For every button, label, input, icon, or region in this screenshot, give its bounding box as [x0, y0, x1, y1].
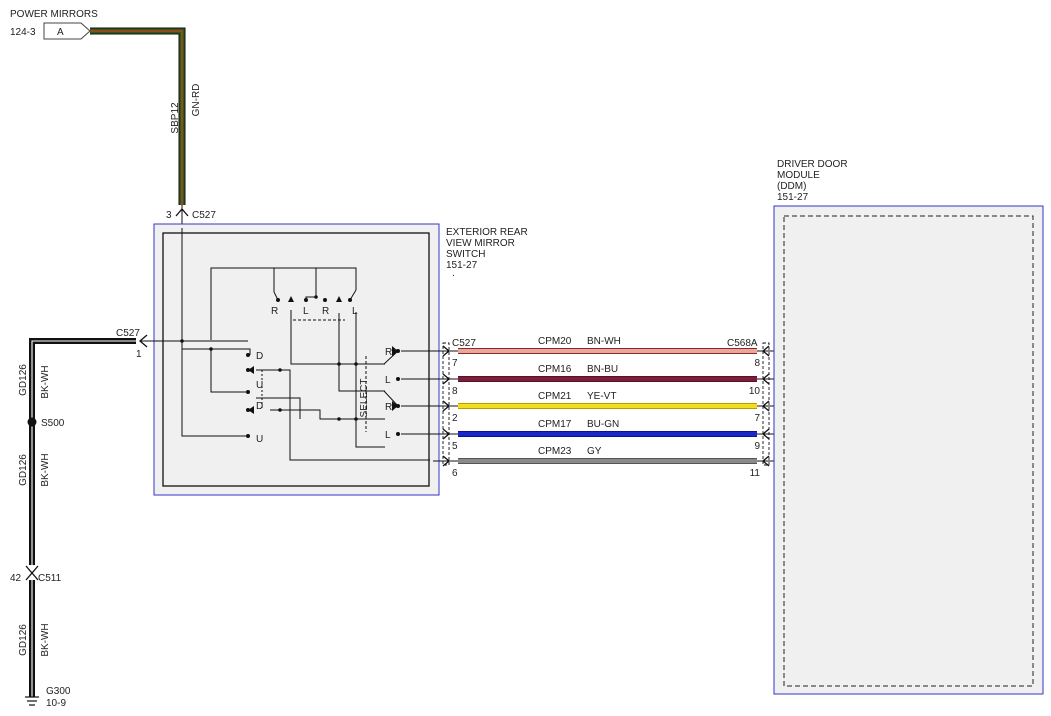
connector-tag-letter: A [57, 27, 64, 38]
wire-1-left-pin: 8 [452, 386, 458, 397]
wire-0-right-arrow [761, 345, 770, 357]
switch-body [162, 232, 430, 487]
switch-label-line-4: 151-27 [446, 260, 478, 271]
ground-ref-label: 10-9 [46, 698, 66, 709]
switch-label-dot: . [452, 268, 455, 279]
wire-4-right-arrow [761, 455, 770, 467]
switch-top-label-r2: R [322, 306, 329, 317]
wire-1-circuit: CPM16 [538, 364, 572, 375]
switch-side-label-d2: D [256, 401, 263, 412]
switch-top-label-l2: L [352, 306, 358, 317]
wire-2-right-arrow [761, 400, 770, 412]
feed-connector-label: C527 [192, 210, 216, 221]
switch-side-label-d1: D [256, 351, 263, 362]
ground-color-label-1: BK-WH [40, 365, 51, 398]
ground-id-label: G300 [46, 686, 71, 697]
switch-rl-label-l2: L [385, 430, 391, 441]
wire-2-circuit: CPM21 [538, 391, 572, 402]
connector-c527-outline [442, 342, 450, 466]
splice-label: S500 [41, 418, 65, 429]
wire-4-right-pin: 11 [750, 468, 761, 479]
inline-connector-c511 [25, 565, 39, 581]
ground-circuit-label-3: GD126 [18, 624, 29, 656]
switch-internal-wiring [140, 228, 433, 461]
feed-wire [90, 27, 186, 205]
diagram-ref: 124-3 [10, 27, 36, 38]
wire-1-right-arrow [761, 373, 770, 385]
wire-3-right-arrow [761, 428, 770, 440]
wire-0-left-pin: 7 [452, 358, 458, 369]
ddm-label-line-2: MODULE [777, 170, 820, 181]
switch-label-line-2: VIEW MIRROR [446, 238, 515, 249]
ddm-label-line-3: (DDM) [777, 181, 806, 192]
ground-circuit-label-1: GD126 [18, 364, 29, 396]
splice-s500-dot [27, 417, 37, 427]
wire-1-left-arrow [442, 373, 451, 385]
ground-circuit-label-2: GD126 [18, 454, 29, 486]
switch-label-line-3: SWITCH [446, 249, 485, 260]
ground-symbol [25, 696, 39, 706]
wire-4-left-arrow [442, 455, 451, 467]
ddm-label-line-4: 151-27 [777, 192, 809, 203]
wire-4-color: GY [587, 446, 602, 457]
wire-3-left-pin: 5 [452, 441, 458, 452]
left-connector-label: C527 [116, 328, 140, 339]
ddm-label-line-1: DRIVER DOOR [777, 159, 848, 170]
switch-rl-label-r2: R [385, 402, 392, 413]
wire-1-right-pin: 10 [749, 386, 761, 397]
connector-right-label: C568A [727, 338, 758, 349]
wire-3-color: BU-GN [587, 419, 619, 430]
wire-2-left-pin: 2 [452, 413, 458, 424]
ground-wire [29, 338, 136, 697]
wire-0-right-pin: 8 [754, 358, 760, 369]
feed-color-label: GN-RD [191, 84, 202, 117]
wire-2-left-arrow [442, 400, 451, 412]
switch-top-arrows [248, 296, 398, 414]
ddm-frame [773, 205, 1044, 695]
wire-2-color: YE-VT [587, 391, 616, 402]
connector-c568a-outline [762, 342, 770, 466]
connector-left-label: C527 [452, 338, 476, 349]
inline-connector-label: C511 [38, 573, 62, 584]
wire-2-right-pin: 7 [754, 413, 760, 424]
feed-pin-label: 3 [166, 210, 172, 221]
left-connector-symbol [139, 334, 148, 348]
connector-tag-a: A [43, 22, 91, 40]
switch-side-label-u2: U [256, 434, 263, 445]
wire-3-left-arrow [442, 428, 451, 440]
ground-color-label-3: BK-WH [40, 623, 51, 656]
feed-circuit-label: SBP12 [170, 102, 181, 134]
switch-top-label-l1: L [303, 306, 309, 317]
switch-select-label: SELECT [359, 379, 370, 418]
wire-0-circuit: CPM20 [538, 336, 572, 347]
wire-4-circuit: CPM23 [538, 446, 572, 457]
wire-3-circuit: CPM17 [538, 419, 572, 430]
wire-0-color: BN-WH [587, 336, 621, 347]
switch-side-label-u1: U [256, 380, 263, 391]
diagram-title: POWER MIRRORS [10, 9, 98, 20]
switch-rl-label-l1: L [385, 375, 391, 386]
switch-label-line-1: EXTERIOR REAR [446, 227, 528, 238]
wire-1-color: BN-BU [587, 364, 618, 375]
switch-top-label-r1: R [271, 306, 278, 317]
wire-3-right-pin: 9 [754, 441, 760, 452]
wire-4-left-pin: 6 [452, 468, 458, 479]
wire-0-left-arrow [442, 345, 451, 357]
inline-pin-label: 42 [10, 573, 22, 584]
left-pin-label: 1 [136, 349, 142, 360]
switch-frame [153, 223, 440, 496]
ddm-body [783, 215, 1034, 687]
switch-rl-label-r1: R [385, 347, 392, 358]
ground-color-label-2: BK-WH [40, 453, 51, 486]
switch-contacts [180, 295, 400, 438]
